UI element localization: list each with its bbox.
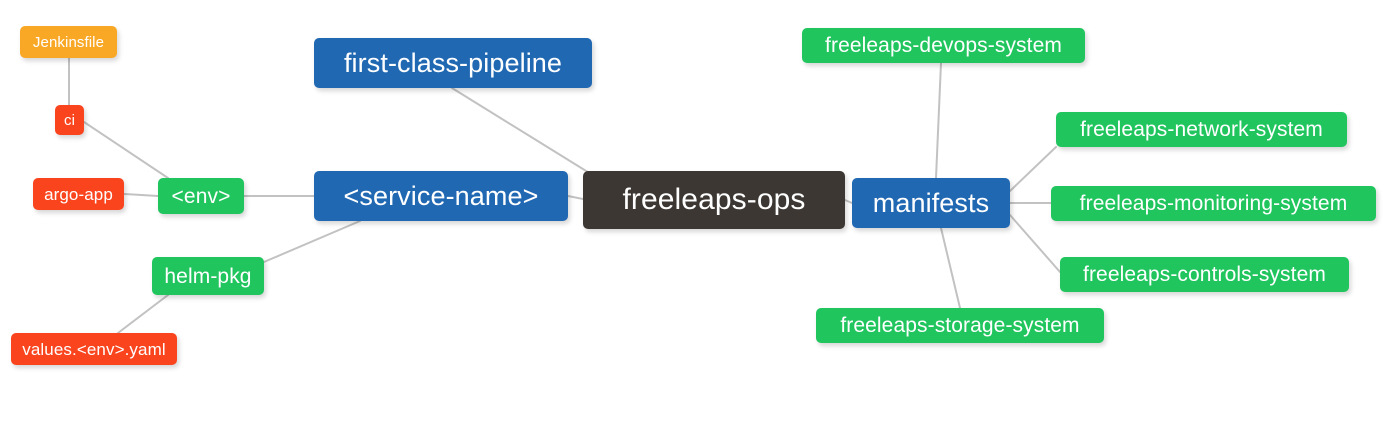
node-label-helm-pkg: helm-pkg	[164, 264, 252, 288]
edge-env-to-ci	[83, 121, 169, 179]
node-label-freeleaps-monitoring-system: freeleaps-monitoring-system	[1079, 192, 1348, 215]
node-jenkinsfile[interactable]: Jenkinsfile	[20, 26, 117, 58]
node-label-env: <env>	[171, 184, 231, 208]
node-env[interactable]: <env>	[158, 178, 244, 214]
node-label-ci: ci	[63, 111, 76, 129]
node-label-values-env-yaml: values.<env>.yaml	[22, 339, 166, 359]
node-freeleaps-network-system[interactable]: freeleaps-network-system	[1056, 112, 1347, 147]
node-ci[interactable]: ci	[55, 105, 84, 135]
node-first-class-pipeline[interactable]: first-class-pipeline	[314, 38, 592, 88]
node-label-first-class-pipeline: first-class-pipeline	[343, 47, 563, 78]
node-label-service-name: <service-name>	[343, 180, 539, 211]
node-values-env-yaml[interactable]: values.<env>.yaml	[11, 333, 177, 365]
edge-manifests-to-freeleaps-devops-system	[935, 62, 942, 179]
edge-freeleaps-ops-to-manifests	[844, 199, 853, 204]
node-label-freeleaps-network-system: freeleaps-network-system	[1080, 118, 1323, 141]
node-freeleaps-ops[interactable]: freeleaps-ops	[583, 171, 845, 229]
node-manifests[interactable]: manifests	[852, 178, 1010, 228]
edge-helm-pkg-to-values-env-yaml	[117, 294, 169, 334]
edge-freeleaps-ops-to-first-class-pipeline	[451, 87, 592, 175]
node-label-jenkinsfile: Jenkinsfile	[32, 33, 105, 51]
node-label-freeleaps-devops-system: freeleaps-devops-system	[825, 34, 1062, 57]
node-freeleaps-devops-system[interactable]: freeleaps-devops-system	[802, 28, 1085, 63]
edge-manifests-to-freeleaps-controls-system	[1009, 214, 1061, 273]
edge-manifests-to-freeleaps-network-system	[1009, 146, 1057, 192]
edge-manifests-to-freeleaps-storage-system	[940, 227, 961, 309]
node-service-name[interactable]: <service-name>	[314, 171, 568, 221]
node-freeleaps-storage-system[interactable]: freeleaps-storage-system	[816, 308, 1104, 343]
node-helm-pkg[interactable]: helm-pkg	[152, 257, 264, 295]
node-label-freeleaps-ops: freeleaps-ops	[622, 183, 806, 216]
node-label-argo-app: argo-app	[44, 184, 113, 204]
node-argo-app[interactable]: argo-app	[33, 178, 124, 210]
node-label-freeleaps-storage-system: freeleaps-storage-system	[840, 314, 1080, 337]
node-freeleaps-controls-system[interactable]: freeleaps-controls-system	[1060, 257, 1349, 292]
edge-freeleaps-ops-to-service-name	[567, 195, 584, 200]
node-label-freeleaps-controls-system: freeleaps-controls-system	[1083, 263, 1326, 286]
node-label-manifests: manifests	[872, 187, 990, 218]
edge-env-to-argo-app	[123, 193, 159, 197]
edge-service-name-to-helm-pkg	[263, 220, 361, 263]
node-freeleaps-monitoring-system[interactable]: freeleaps-monitoring-system	[1051, 186, 1376, 221]
